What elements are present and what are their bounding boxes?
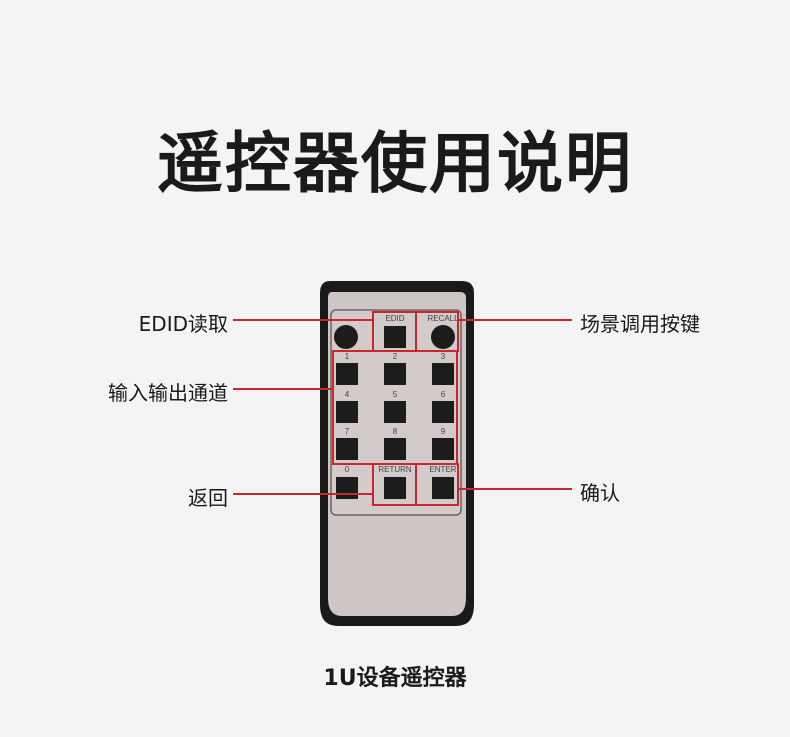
enter-button[interactable]: [432, 477, 454, 499]
return-label: RETURN: [378, 465, 412, 474]
num4-button[interactable]: [336, 401, 358, 423]
num1-button[interactable]: [336, 363, 358, 385]
num5-label: 5: [393, 390, 398, 399]
num9-button[interactable]: [432, 438, 454, 460]
num4-label: 4: [345, 390, 350, 399]
scene-recall-callout: 场景调用按键: [580, 312, 700, 336]
num9-label: 9: [441, 427, 446, 436]
return-button[interactable]: [384, 477, 406, 499]
num5-button[interactable]: [384, 401, 406, 423]
num6-label: 6: [441, 390, 446, 399]
edid-read-callout: EDID读取: [138, 312, 228, 336]
recall-button[interactable]: [431, 325, 455, 349]
num7-label: 7: [345, 427, 350, 436]
num7-button[interactable]: [336, 438, 358, 460]
recall-label: RECALL: [427, 314, 459, 323]
remote-caption: 1U设备遥控器: [323, 666, 467, 691]
edid-label: EDID: [385, 314, 404, 323]
confirm-callout: 确认: [580, 481, 620, 505]
num0-button[interactable]: [336, 477, 358, 499]
num2-button[interactable]: [384, 363, 406, 385]
num8-button[interactable]: [384, 438, 406, 460]
edid-button[interactable]: [384, 326, 406, 348]
enter-label: ENTER: [429, 465, 456, 474]
num1-label: 1: [345, 352, 350, 361]
num3-button[interactable]: [432, 363, 454, 385]
enter-highlight: [415, 463, 459, 506]
edid-read-button[interactable]: [334, 325, 358, 349]
num6-button[interactable]: [432, 401, 454, 423]
input-output-callout: 输入输出通道: [108, 381, 228, 405]
num2-label: 2: [393, 352, 398, 361]
return-callout: 返回: [188, 486, 228, 510]
num8-label: 8: [393, 427, 398, 436]
num3-label: 3: [441, 352, 446, 361]
num0-label: 0: [345, 465, 350, 474]
page-title: 遥控器使用说明: [157, 125, 633, 202]
